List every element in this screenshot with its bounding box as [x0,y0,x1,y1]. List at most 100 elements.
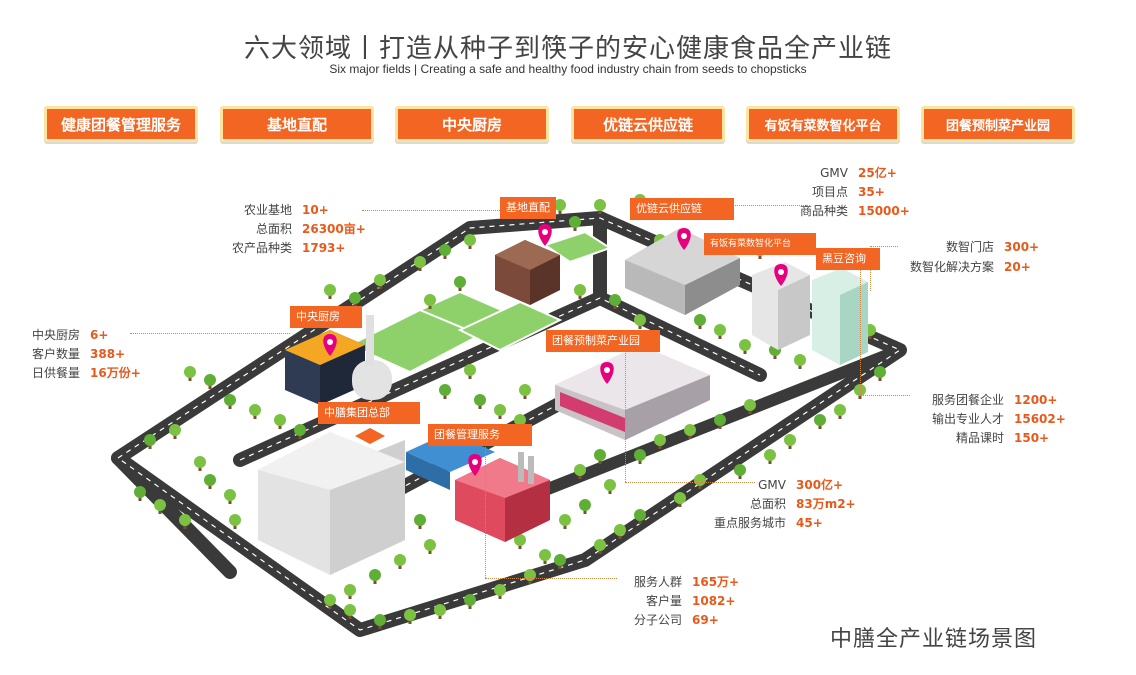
tree-icon [554,554,566,569]
tree-icon [324,594,336,609]
field-catering-management[interactable]: 健康团餐管理服务 [44,106,198,142]
stat-value: 20+ [1004,260,1031,274]
tree-icon [224,489,236,504]
tree-icon [539,549,551,564]
tree-icon [634,449,646,464]
stat-value: 1793+ [302,241,346,255]
tree-icon [594,199,606,214]
stat-label: 农业基地 [243,203,292,217]
stat-label: 精品课时 [955,431,1004,445]
tree-icon [369,569,381,584]
tree-icon [454,276,466,291]
tree-icon [814,414,826,429]
stat-value: 1200+ [1014,393,1058,407]
stat-label: 重点服务城市 [713,516,786,530]
stat-value: 10+ [302,203,329,217]
tree-icon [424,294,436,309]
tree-icon [134,486,146,501]
scene-caption: 中膳全产业链场景图 [830,627,1038,652]
stat-label: 客户数量 [31,347,80,361]
field-label: 基地直配 [266,115,327,134]
tree-icon [494,584,506,599]
tree-icon [249,404,261,419]
map-pin-dot [604,367,610,373]
tag-heidou-consulting: 黑豆咨询 [816,248,880,270]
tree-icon [714,324,726,339]
field-base-direct[interactable]: 基地直配 [220,106,374,142]
location-pins [323,224,788,476]
tree-icon [604,479,616,494]
stat-label: 客户量 [645,594,682,608]
field-supply-chain[interactable]: 优链云供应链 [571,106,725,142]
tree-icon [154,499,166,514]
tree-icon [514,534,526,549]
building-base [495,240,560,305]
stat-value: 1082+ [692,594,736,608]
tree-icon [434,604,446,619]
tree-icon [654,434,666,449]
tree-icon [414,256,426,271]
tree-icon [439,244,451,259]
tree-icon [794,354,806,369]
tree-icon [374,274,386,289]
tree-icon [464,234,476,249]
tree-icon [464,364,476,379]
tag-prefab-park: 团餐预制菜产业园 [546,330,660,352]
field-label: 团餐预制菜产业园 [945,118,1050,134]
tag-supply-chain: 优链云供应链 [630,198,734,220]
stat-label: 分子公司 [633,613,682,627]
field-digital-platform[interactable]: 有饭有菜数智化平台 [746,106,900,142]
tree-icon [494,404,506,419]
tree-icon [594,449,606,464]
tree-icon [374,614,386,629]
tree-icon [229,514,241,529]
stat-label: 项目点 [811,185,848,199]
stat-value: 16万份+ [90,366,141,380]
tree-icon [554,199,566,214]
tree-icon [764,449,776,464]
tree-icon [404,609,416,624]
tree-icon [684,424,696,439]
field-label: 中央厨房 [441,115,502,134]
tree-icon [394,554,406,569]
tree-icon [714,414,726,429]
field-prefab-park[interactable]: 团餐预制菜产业园 [921,106,1075,142]
tag-group-hq: 中膳集团总部 [318,402,420,424]
tree-icon [204,374,216,389]
map-pin-dot [778,269,784,275]
field-central-kitchen[interactable]: 中央厨房 [395,106,549,142]
tree-icon [194,456,206,471]
tree-icon [474,394,486,409]
tag-base-direct: 基地直配 [500,197,556,219]
stat-value: 35+ [858,185,885,199]
tree-icon [569,216,581,231]
stat-label: 中央厨房 [31,328,80,342]
tag-catering-management: 团餐管理服务 [428,424,532,446]
tree-icon [574,464,586,479]
tree-icon [204,474,216,489]
building-heidou [752,262,868,365]
building-hq [258,428,495,575]
tree-icon [674,492,686,507]
tree-icon [324,284,336,299]
building-central-kitchen [285,315,392,405]
field-label: 有饭有菜数智化平台 [764,118,882,134]
page-title: 六大领域丨打造从种子到筷子的安心健康食品全产业链 [243,34,892,64]
stat-value: 69+ [692,613,719,627]
stat-value: 83万m2+ [796,497,856,511]
tree-icon [634,509,646,524]
tree-icon [274,414,286,429]
stat-label: 日供餐量 [31,366,80,380]
building-mgmt-factory [455,452,550,542]
tree-icon [224,394,236,409]
map-pin-dot [681,233,687,239]
stat-value: 26300亩+ [302,222,366,236]
tree-icon [579,499,591,514]
stat-label: GMV [820,166,848,180]
tree-icon [424,539,436,554]
page-subtitle: Six major fields | Creating a safe and h… [329,62,807,76]
map-pin-dot [472,459,478,465]
tree-icon [739,339,751,354]
tag-digital-platform: 有饭有菜数智化平台 [704,233,816,255]
